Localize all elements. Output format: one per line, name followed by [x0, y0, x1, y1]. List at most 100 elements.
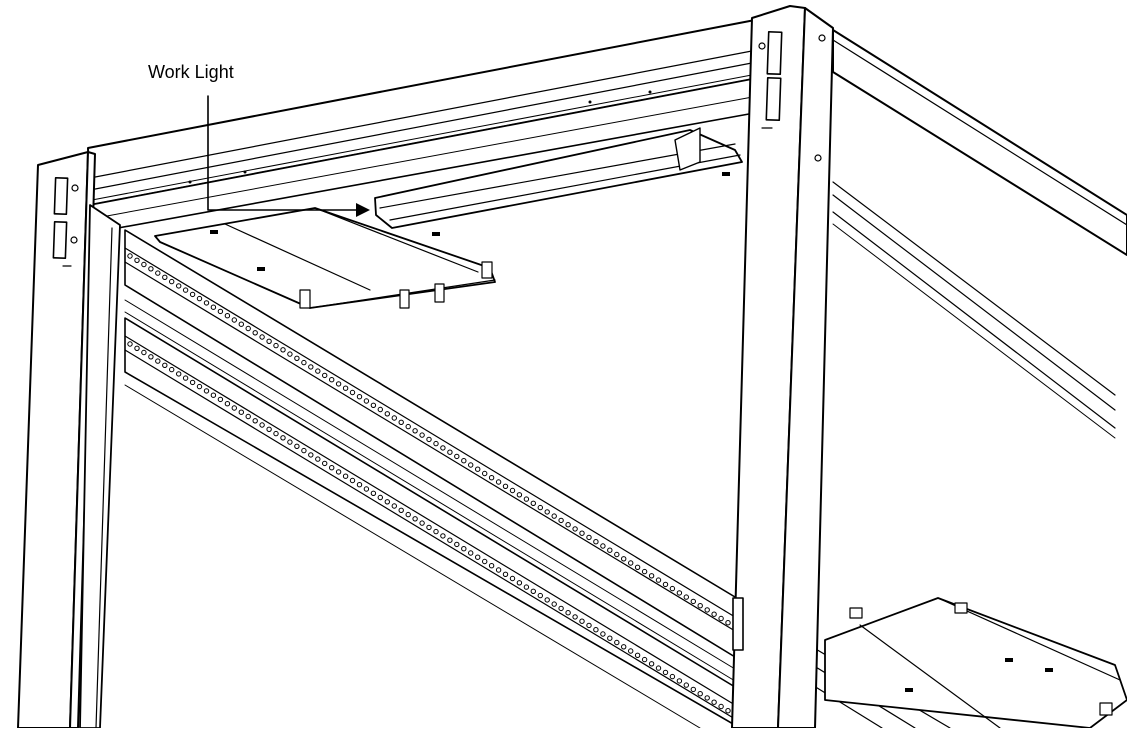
rail-hole — [287, 439, 293, 445]
rail-hole — [572, 614, 578, 620]
rail-hole — [176, 371, 182, 377]
rail-hole — [162, 362, 168, 368]
rail-hole — [509, 575, 516, 582]
rail-hole — [447, 537, 453, 543]
rail-hole — [586, 622, 592, 629]
arrowhead-icon — [356, 203, 370, 217]
rail-hole — [349, 389, 356, 396]
rail-hole — [502, 483, 509, 489]
rail-hole — [196, 295, 203, 302]
rail-hole — [433, 528, 439, 535]
rail-hole — [523, 496, 530, 502]
rail-hole — [614, 551, 620, 558]
rail-hole — [488, 475, 495, 481]
rail-hole — [495, 567, 502, 573]
rail-hole — [335, 381, 342, 387]
rail-hole — [544, 597, 550, 603]
rail-hole — [558, 517, 564, 524]
rail-hole — [454, 453, 460, 460]
rail-hole — [502, 571, 509, 577]
rail-hole — [363, 486, 370, 492]
rail-hole — [426, 524, 432, 531]
rail-hole — [537, 504, 543, 511]
rail-hole — [544, 509, 550, 515]
rail-hole — [294, 443, 300, 449]
rail-hole — [669, 585, 676, 592]
rail-hole — [593, 627, 599, 633]
rail-hole — [426, 436, 432, 443]
rail-hole — [363, 398, 370, 404]
rail-hole — [342, 385, 349, 391]
rail-hole — [210, 304, 217, 310]
rail-hole — [509, 487, 516, 494]
rail-hole — [141, 261, 147, 268]
rail-hole — [440, 445, 446, 451]
rail-hole — [683, 682, 689, 688]
rail-hole — [586, 534, 592, 541]
rail-hole — [488, 563, 495, 569]
rail-hole — [384, 411, 390, 417]
work-light-leader — [207, 95, 370, 217]
rail-hole — [155, 270, 161, 276]
rail-hole — [217, 308, 224, 315]
rail-hole — [238, 409, 245, 415]
rail-hole — [162, 274, 168, 280]
rail-hole — [551, 601, 557, 607]
rail-hole — [662, 581, 669, 588]
rail-hole — [628, 560, 634, 566]
left-post — [17, 151, 121, 729]
rail-hole — [516, 492, 523, 498]
rail-hole — [127, 341, 133, 347]
rail-hole — [384, 499, 390, 505]
rail-hole — [377, 406, 383, 413]
rail-hole — [287, 351, 293, 357]
rail-hole — [641, 568, 648, 575]
rail-hole — [725, 708, 731, 714]
rail-hole — [412, 516, 418, 522]
rail-hole — [516, 580, 523, 586]
right-post — [731, 5, 834, 729]
rail-hole — [127, 253, 133, 259]
work-light-label: Work Light — [148, 62, 234, 82]
rail-hole — [628, 648, 634, 654]
rail-hole — [370, 490, 377, 496]
rail-hole — [676, 678, 683, 684]
rail-hole — [335, 469, 342, 475]
rail-hole — [391, 415, 397, 421]
rail-hole — [579, 530, 585, 536]
rail-hole — [718, 615, 724, 622]
rail-hole — [342, 473, 349, 479]
rail-hole — [725, 620, 731, 626]
rail-hole — [655, 577, 662, 583]
rail-hole — [711, 611, 717, 617]
rail-hole — [259, 334, 265, 340]
rail-hole — [440, 533, 446, 539]
rail-hole — [155, 358, 161, 364]
rail-hole — [189, 379, 196, 386]
rail-hole — [482, 470, 488, 477]
rail-hole — [176, 283, 182, 289]
rail-hole — [266, 426, 272, 432]
rail-hole — [565, 522, 571, 528]
rail-hole — [217, 396, 224, 403]
rail-hole — [294, 355, 300, 361]
rail-hole — [308, 364, 314, 370]
rail-hole — [558, 605, 564, 612]
rail-hole — [704, 607, 710, 613]
rail-hole — [224, 313, 231, 319]
rail-hole — [468, 462, 474, 468]
rail-hole — [377, 494, 383, 501]
rail-hole — [301, 447, 307, 454]
rail-hole — [600, 543, 606, 549]
rail-hole — [203, 388, 210, 394]
rail-hole — [169, 366, 175, 373]
rail-hole — [461, 546, 467, 552]
work-light-fixture — [154, 127, 743, 309]
rail-hole — [607, 547, 613, 553]
perforated-rails — [124, 229, 741, 729]
rail-hole — [433, 440, 439, 447]
rail-hole — [322, 372, 328, 379]
rail-hole — [280, 435, 286, 441]
rail-hole — [530, 588, 536, 594]
